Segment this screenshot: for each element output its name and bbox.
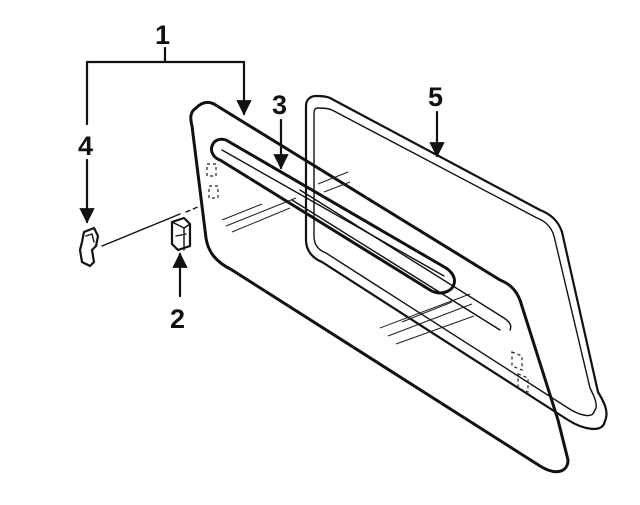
rear-window-glass — [189, 100, 570, 474]
callout-5-label: 5 — [428, 82, 443, 112]
weatherstrip-seal — [304, 94, 608, 430]
callout-2-label: 2 — [170, 304, 185, 334]
retaining-clip — [78, 205, 201, 268]
window-molding — [210, 137, 512, 331]
fastener-spacer — [170, 216, 192, 252]
callout-3-label: 3 — [272, 90, 287, 120]
callout-1-label: 1 — [155, 20, 170, 50]
callout-1-leader — [85, 46, 252, 126]
callout-4-label: 4 — [78, 131, 93, 161]
